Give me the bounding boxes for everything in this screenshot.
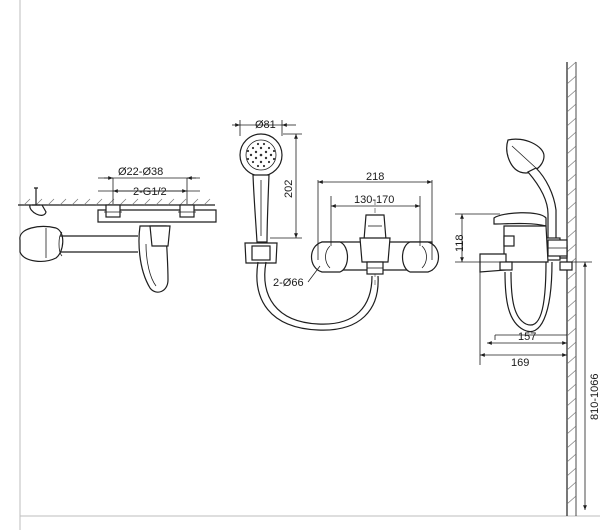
front-view	[232, 120, 440, 331]
wall-hatch-right	[566, 61, 577, 505]
wall-hatch-left	[23, 198, 211, 206]
center-distance-label: 130-170	[354, 194, 394, 206]
height-118-label: 118	[454, 234, 466, 252]
thread-dimension-label: 2-G1/2	[133, 186, 167, 198]
depth-169-label: 169	[511, 357, 529, 369]
head-height-label: 202	[283, 180, 295, 198]
side-view	[455, 61, 592, 516]
diameter-dimension-label: Ø22-Ø38	[118, 166, 163, 178]
head-diameter-label: Ø81	[255, 119, 276, 131]
install-height-label: 810-1066	[589, 374, 600, 421]
page-frame	[19, 0, 600, 530]
flange-diameter-label: 2-Ø66	[273, 277, 304, 289]
total-width-label: 218	[366, 171, 384, 183]
shower-nozzles	[246, 142, 276, 168]
left-top-view	[18, 176, 217, 293]
depth-157-label: 157	[518, 331, 536, 343]
